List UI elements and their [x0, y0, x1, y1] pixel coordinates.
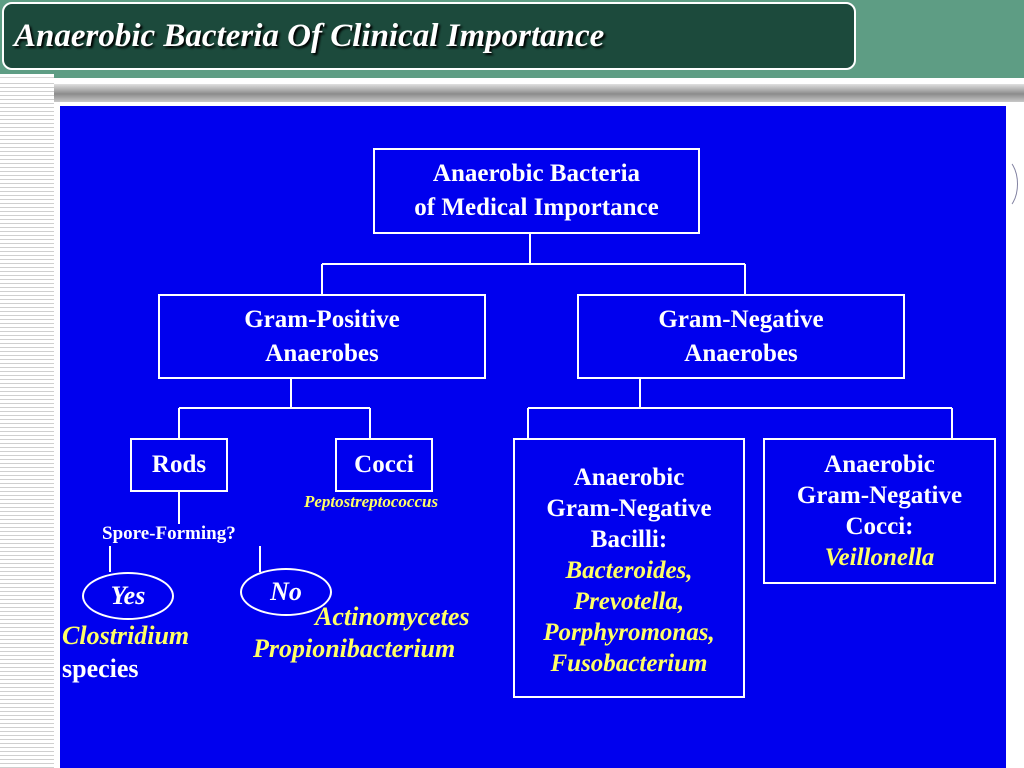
title-box: Anaerobic Bacteria Of Clinical Importanc… — [2, 2, 856, 70]
diagram-image: Anaerobic Bacteria of Medical Importance… — [60, 106, 1018, 768]
header-divider — [0, 84, 1024, 102]
root-node: Anaerobic Bacteria of Medical Importance — [373, 148, 700, 234]
side-stripes — [0, 80, 54, 768]
gram-positive-node: Gram-Positive Anaerobes — [158, 294, 486, 379]
gn-cocci-node: Anaerobic Gram-Negative Cocci: Veillonel… — [763, 438, 996, 584]
gn-bacilli-line1: Anaerobic — [573, 464, 685, 491]
gn-bacilli-line3: Bacilli: — [590, 526, 668, 553]
gram-negative-node: Gram-Negative Anaerobes — [577, 294, 905, 379]
gn-bacilli-fusobacterium: Fusobacterium — [550, 650, 708, 677]
yes-oval: Yes — [82, 572, 174, 620]
gn-bacilli-bacteroides: Bacteroides, — [565, 557, 693, 584]
spore-forming-question: Spore-Forming? — [102, 523, 236, 544]
edge-arc-decoration — [988, 158, 1018, 210]
gn-bacilli-node: Anaerobic Gram-Negative Bacilli: Bactero… — [513, 438, 745, 698]
gn-cocci-line3: Cocci: — [845, 513, 914, 540]
gram-negative-line1: Gram-Negative — [658, 305, 824, 333]
gn-cocci-line1: Anaerobic — [824, 451, 935, 478]
gn-cocci-veillonella: Veillonella — [824, 544, 935, 571]
gn-cocci-line2: Gram-Negative — [796, 482, 963, 509]
no-example-propionibacterium: Propionibacterium — [253, 634, 456, 663]
connector-lines — [109, 234, 953, 572]
no-oval: No — [240, 568, 332, 616]
gram-positive-line2: Anaerobes — [265, 339, 379, 367]
gram-negative-line2: Anaerobes — [684, 339, 798, 367]
gn-bacilli-prevotella: Prevotella, — [573, 588, 685, 615]
page-title: Anaerobic Bacteria Of Clinical Importanc… — [14, 18, 605, 54]
no-example-actinomycetes: Actinomycetes — [315, 602, 470, 631]
gram-positive-line1: Gram-Positive — [244, 305, 400, 333]
root-line1: Anaerobic Bacteria — [432, 160, 641, 187]
root-line2: of Medical Importance — [414, 194, 659, 221]
gn-bacilli-line2: Gram-Negative — [546, 495, 712, 522]
gn-bacilli-porphyromonas: Porphyromonas, — [543, 619, 715, 646]
yes-example-species: species — [62, 654, 139, 683]
yes-label: Yes — [110, 581, 146, 610]
no-label: No — [270, 577, 302, 606]
cocci-node: Cocci — [335, 438, 433, 492]
top-stripes — [0, 74, 54, 84]
cocci-label: Cocci — [354, 451, 414, 478]
yes-example-clostridium: Clostridium — [62, 621, 190, 650]
cocci-example: Peptostreptococcus — [304, 492, 439, 511]
rods-node: Rods — [130, 438, 228, 492]
rods-label: Rods — [151, 451, 207, 478]
